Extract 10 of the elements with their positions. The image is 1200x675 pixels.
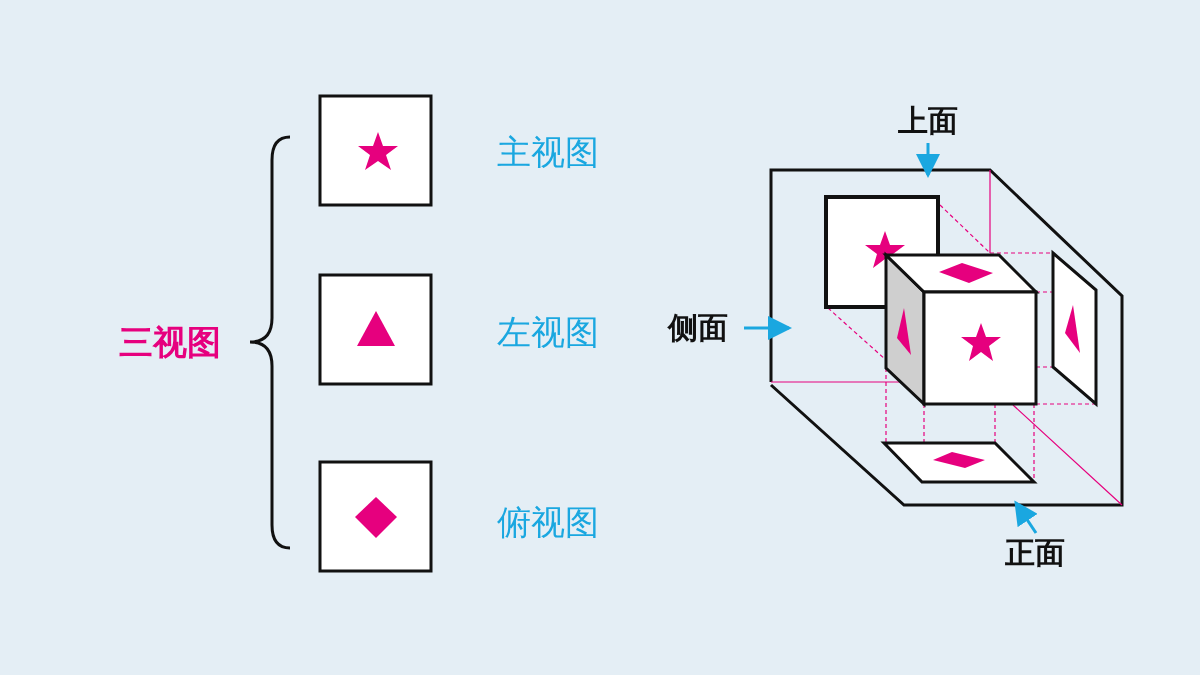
view-name: 主视图 (497, 132, 599, 172)
leader-arrow (916, 143, 940, 178)
view-name: 俯视图 (497, 502, 599, 542)
view-name: 左视图 (497, 312, 599, 352)
title-text: 三视图 (119, 322, 221, 362)
leader-arrow (744, 316, 792, 340)
face-label: 侧面 (668, 308, 728, 348)
leader-arrow (1014, 500, 1038, 534)
face-label: 正面 (1005, 533, 1065, 573)
face-label: 上面 (898, 101, 958, 141)
